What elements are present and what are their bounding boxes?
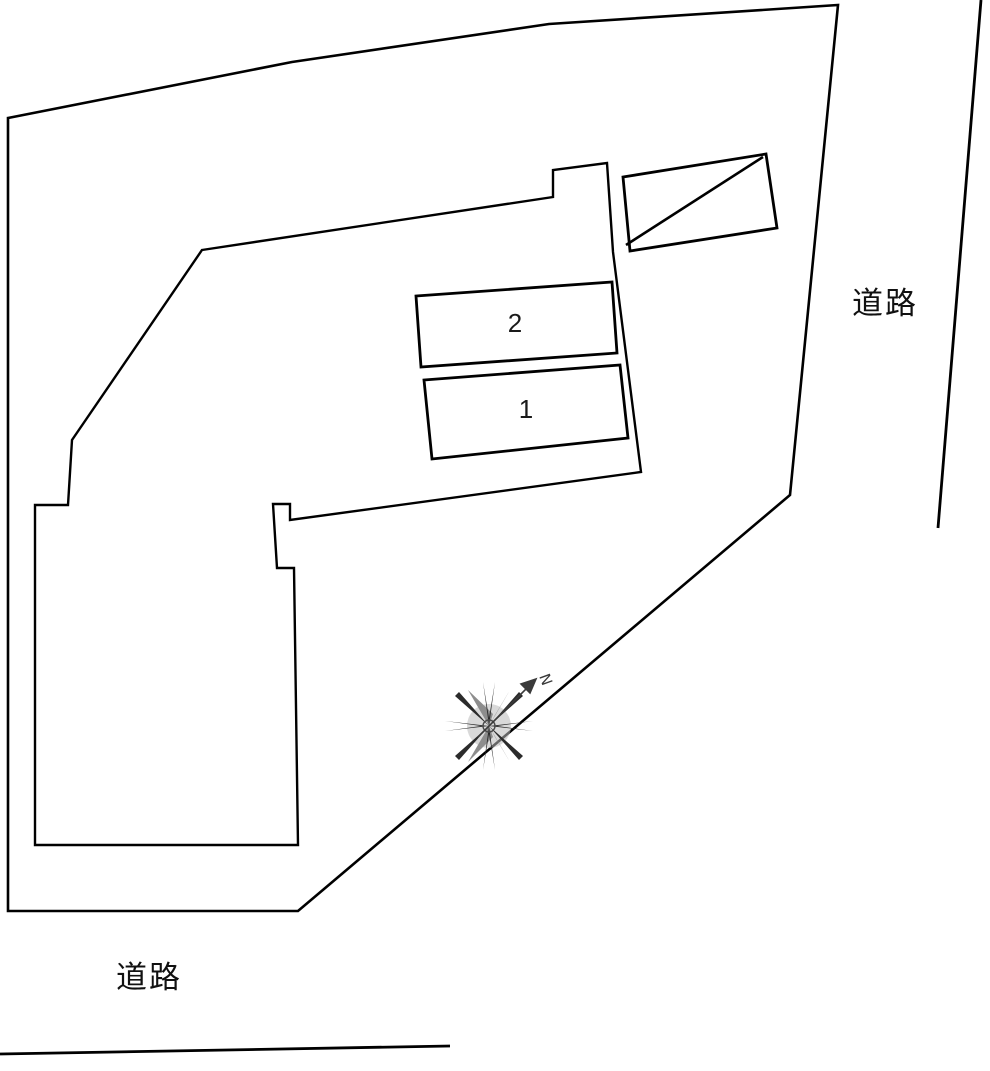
building-2-label: 2	[508, 308, 522, 338]
compass-minor-points	[468, 690, 510, 762]
outer-property-boundary	[6, 3, 840, 913]
compass-rose-icon: N	[445, 671, 556, 770]
building-2-outline	[414, 280, 619, 369]
north-arrow-head	[519, 677, 538, 695]
road-line-bottom	[0, 1044, 451, 1056]
annex-block	[621, 152, 779, 253]
inner-lot-boundary	[33, 161, 643, 847]
building-1-outline	[422, 363, 630, 461]
road-label-right: 道路	[852, 286, 918, 322]
north-arrow-shaft	[477, 680, 535, 738]
north-label: N	[535, 671, 556, 688]
building-1-label: 1	[519, 394, 533, 424]
road-line-right	[936, 0, 983, 529]
compass-center-ring	[482, 719, 496, 733]
annex-diagonal-line	[625, 155, 764, 247]
road-label-bottom: 道路	[116, 960, 182, 996]
